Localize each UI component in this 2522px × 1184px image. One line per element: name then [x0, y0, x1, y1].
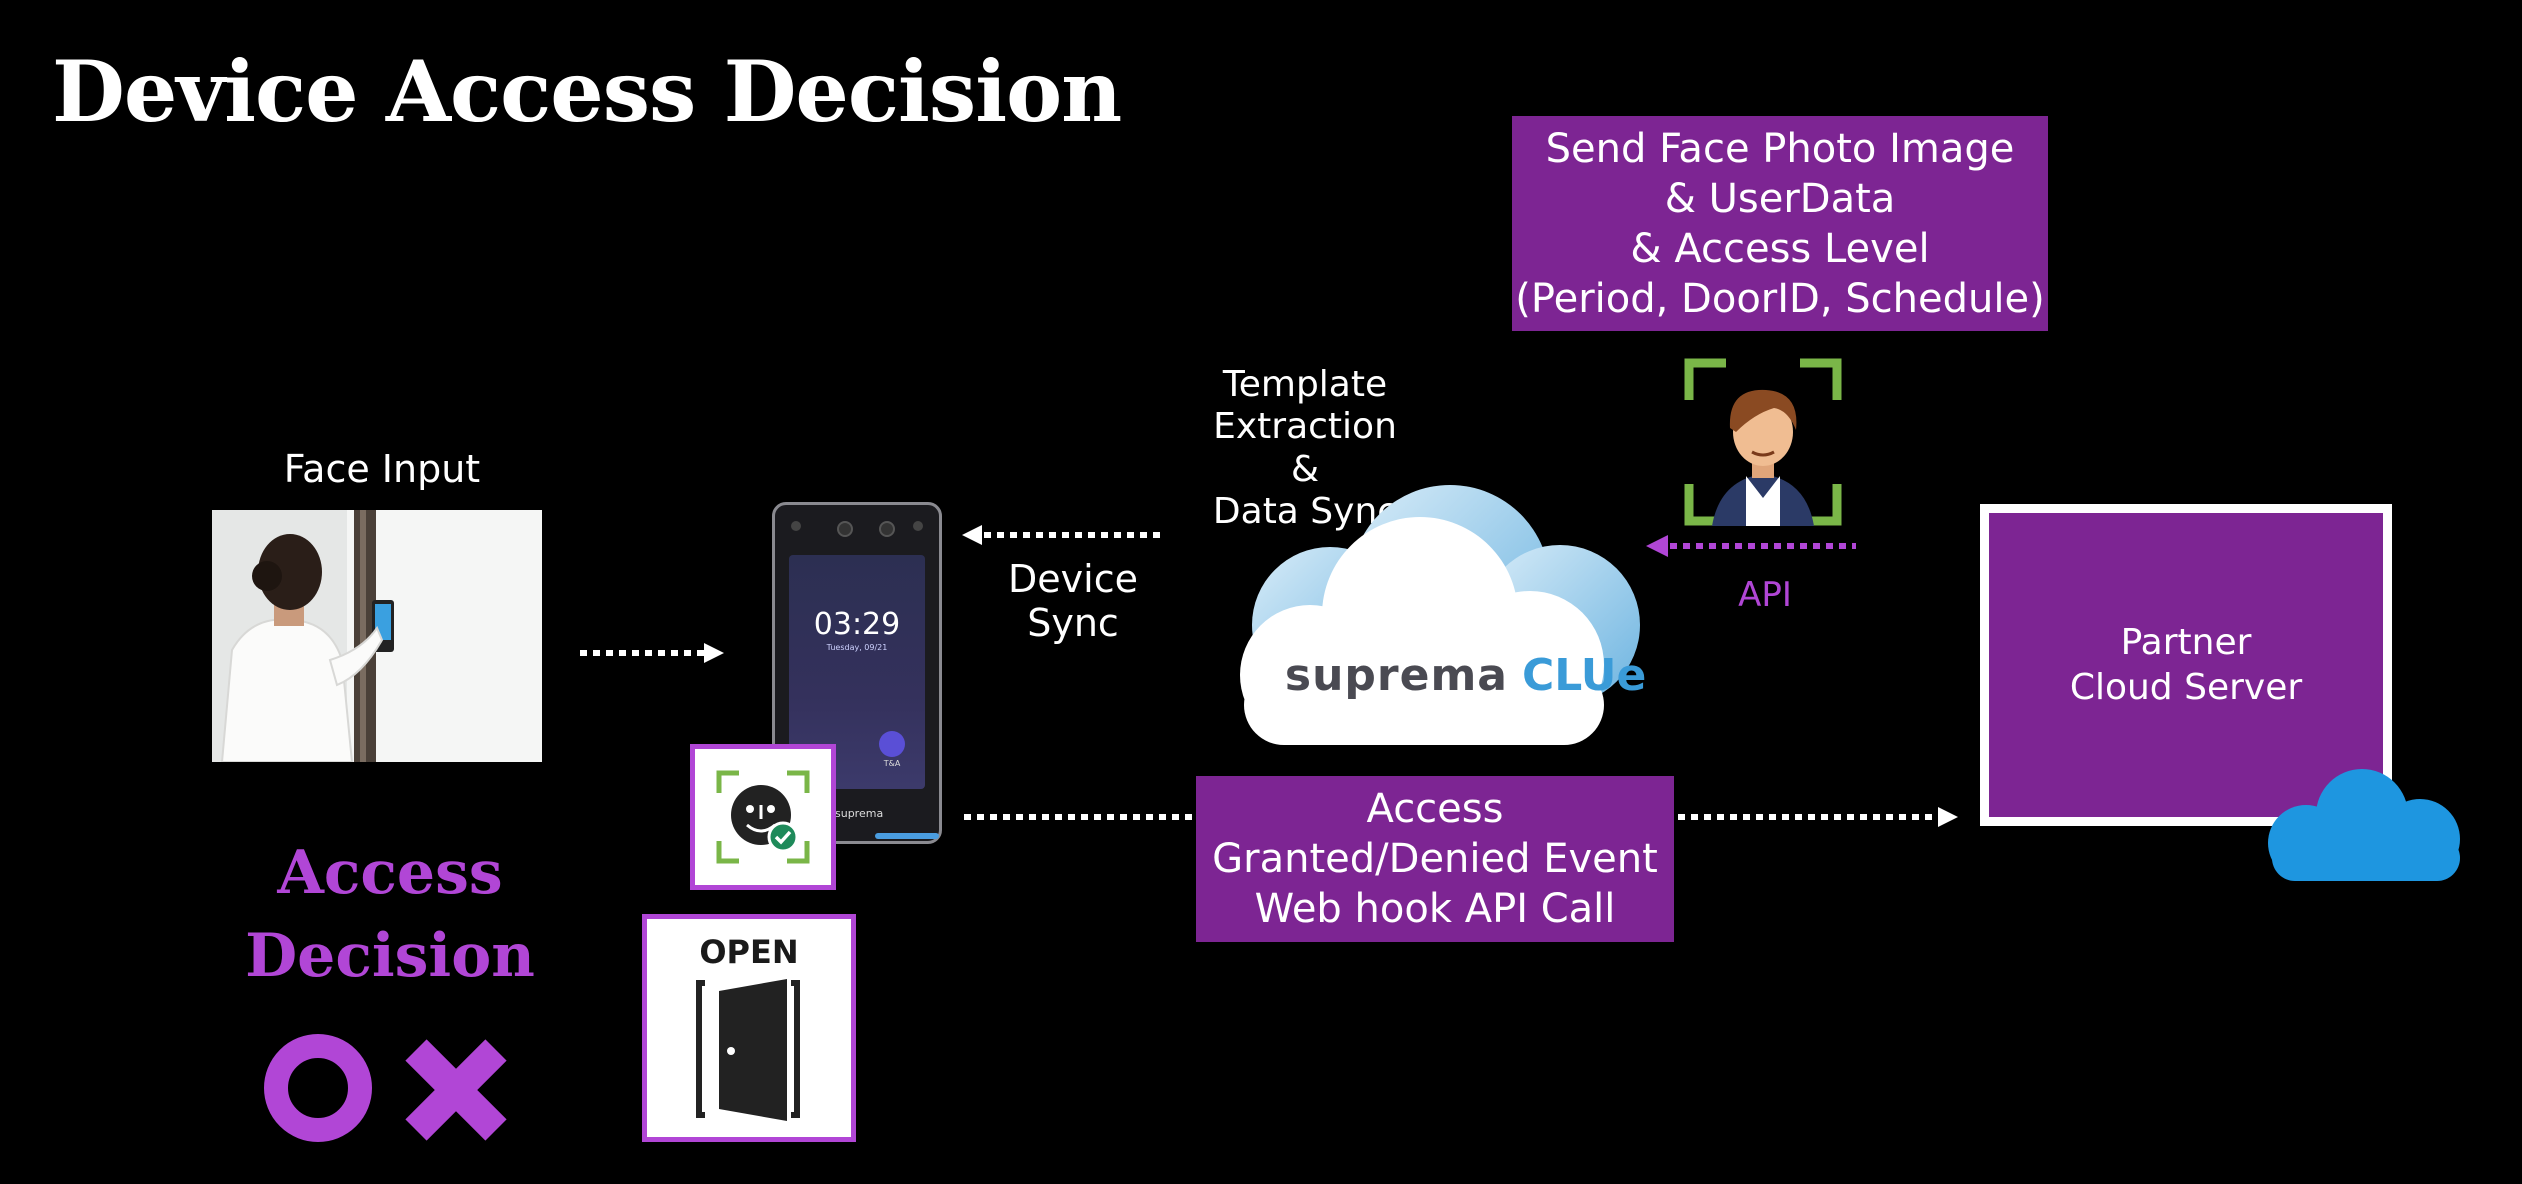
- face-recognized-card: [690, 744, 836, 890]
- device-sync-arrow: [962, 525, 1166, 545]
- template-sync-label: Template Extraction & Data Sync: [1212, 364, 1398, 533]
- event-arrow: [964, 807, 1958, 827]
- send-face-photo-box: Send Face Photo Image & UserData & Acces…: [1512, 116, 2048, 331]
- small-cloud-icon: [2268, 769, 2460, 881]
- api-label: API: [1738, 575, 1792, 615]
- page-title: Device Access Decision: [52, 42, 1122, 141]
- arrow-to-device: [580, 643, 724, 663]
- face-input-label: Face Input: [283, 447, 481, 491]
- access-event-box: Access Granted/Denied Event Web hook API…: [1196, 776, 1674, 942]
- open-door-icon: [696, 979, 800, 1121]
- cross-x-icon: [405, 1039, 507, 1141]
- device-time: 03:29: [813, 607, 901, 642]
- access-decision-line2: Decision: [245, 920, 535, 991]
- circle-o-icon: [264, 1034, 372, 1142]
- partner-cloud-server-box: Partner Cloud Server: [1980, 504, 2392, 826]
- device-button: [879, 731, 905, 757]
- access-decision-line1: Access: [277, 838, 503, 908]
- open-label: OPEN: [699, 933, 799, 971]
- cloud-icon: [1240, 485, 1640, 745]
- device-date: Tuesday, 09/21: [826, 643, 888, 652]
- device-button-label: T&A: [883, 759, 901, 768]
- device-sync-label: Device Sync: [1008, 557, 1138, 645]
- access-decision-label: Access Decision: [230, 832, 550, 998]
- api-arrow: [1646, 535, 1856, 557]
- face-photo: [212, 510, 542, 762]
- face-recognized-icon: [716, 770, 810, 864]
- cloud-brand-clue: CLUe: [1522, 650, 1647, 701]
- device-brand: suprema: [835, 807, 884, 820]
- open-card: OPEN: [642, 914, 856, 1142]
- user-avatar-icon: [1684, 358, 1842, 526]
- cloud-brand-suprema: suprema: [1284, 650, 1508, 701]
